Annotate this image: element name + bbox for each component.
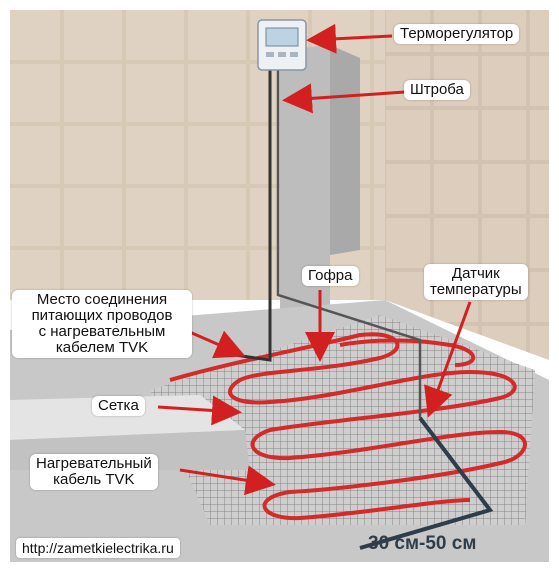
label-heating-cable: Нагревательный кабель TVK [30,454,158,490]
dimension-label: 30 см-50 см [368,533,477,554]
label-mesh: Сетка [92,396,145,416]
label-chase: Штроба [404,80,470,100]
label-temperature-sensor: Датчик температуры [424,264,528,300]
chase-niche [280,45,330,340]
label-connection-point: Место соединения питающих проводов с наг… [12,290,192,358]
dimension-line [359,416,494,550]
heating-cable-path [169,332,527,521]
website-url: http://zametkielectrika.ru [16,538,180,558]
pointer-arrows [157,23,472,496]
corrugated-tube [276,70,422,418]
label-corrugated-tube: Гофра [302,266,359,286]
step-block [10,395,245,440]
label-thermostat: Терморегулятор [394,24,520,44]
supply-wire [234,70,272,362]
